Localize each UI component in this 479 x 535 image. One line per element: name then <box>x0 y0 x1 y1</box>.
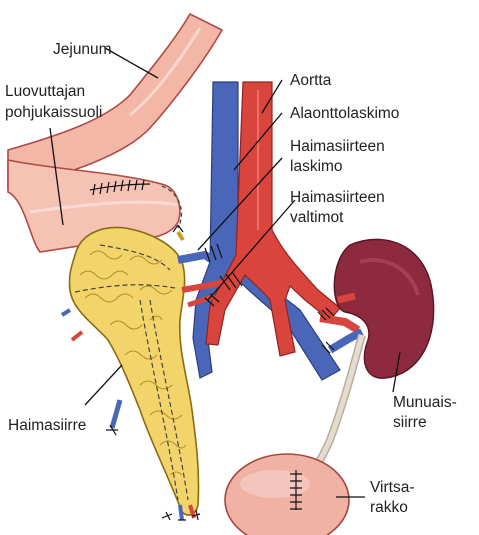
vascular-suture <box>204 243 243 307</box>
leader-kidney <box>392 351 401 393</box>
aorta <box>205 81 341 357</box>
jejunum-shape <box>7 12 224 189</box>
label-bladder-line1: Virtsa- <box>370 479 415 496</box>
label-vena-cava: Alaonttolaskimo <box>290 105 399 122</box>
renal-suture <box>317 307 335 354</box>
label-donor-duodenum-line1: Luovuttajan <box>5 83 85 100</box>
label-pancreas-vein-line1: Haimasiirteen <box>290 138 385 155</box>
label-pancreas-arteries-line2: valtimot <box>290 209 344 226</box>
leader-vena-cava <box>233 112 283 171</box>
label-pancreas-graft: Haimasiirre <box>8 417 86 434</box>
leader-pancreas-graft <box>84 364 123 406</box>
label-aorta: Aortta <box>290 72 332 89</box>
leader-jejunum <box>104 47 159 79</box>
leader-duodenum <box>49 127 64 226</box>
leader-pancreas-vein <box>197 157 283 251</box>
bladder <box>224 453 350 535</box>
bladder-suture <box>290 470 302 510</box>
label-donor-duodenum-line2: pohjukaissuoli <box>5 104 102 121</box>
label-bladder-line2: rakko <box>370 499 408 516</box>
label-pancreas-vein-line2: laskimo <box>290 158 343 175</box>
leader-aorta <box>261 79 283 114</box>
duodenal-suture <box>89 179 151 196</box>
leader-pancreas-arteries <box>207 199 296 301</box>
label-pancreas-arteries-line1: Haimasiirteen <box>290 189 385 206</box>
label-jejunum: Jejunum <box>53 41 112 58</box>
label-kidney-graft-line2: siirre <box>393 414 427 431</box>
label-kidney-graft-line1: Munuais- <box>393 394 457 411</box>
